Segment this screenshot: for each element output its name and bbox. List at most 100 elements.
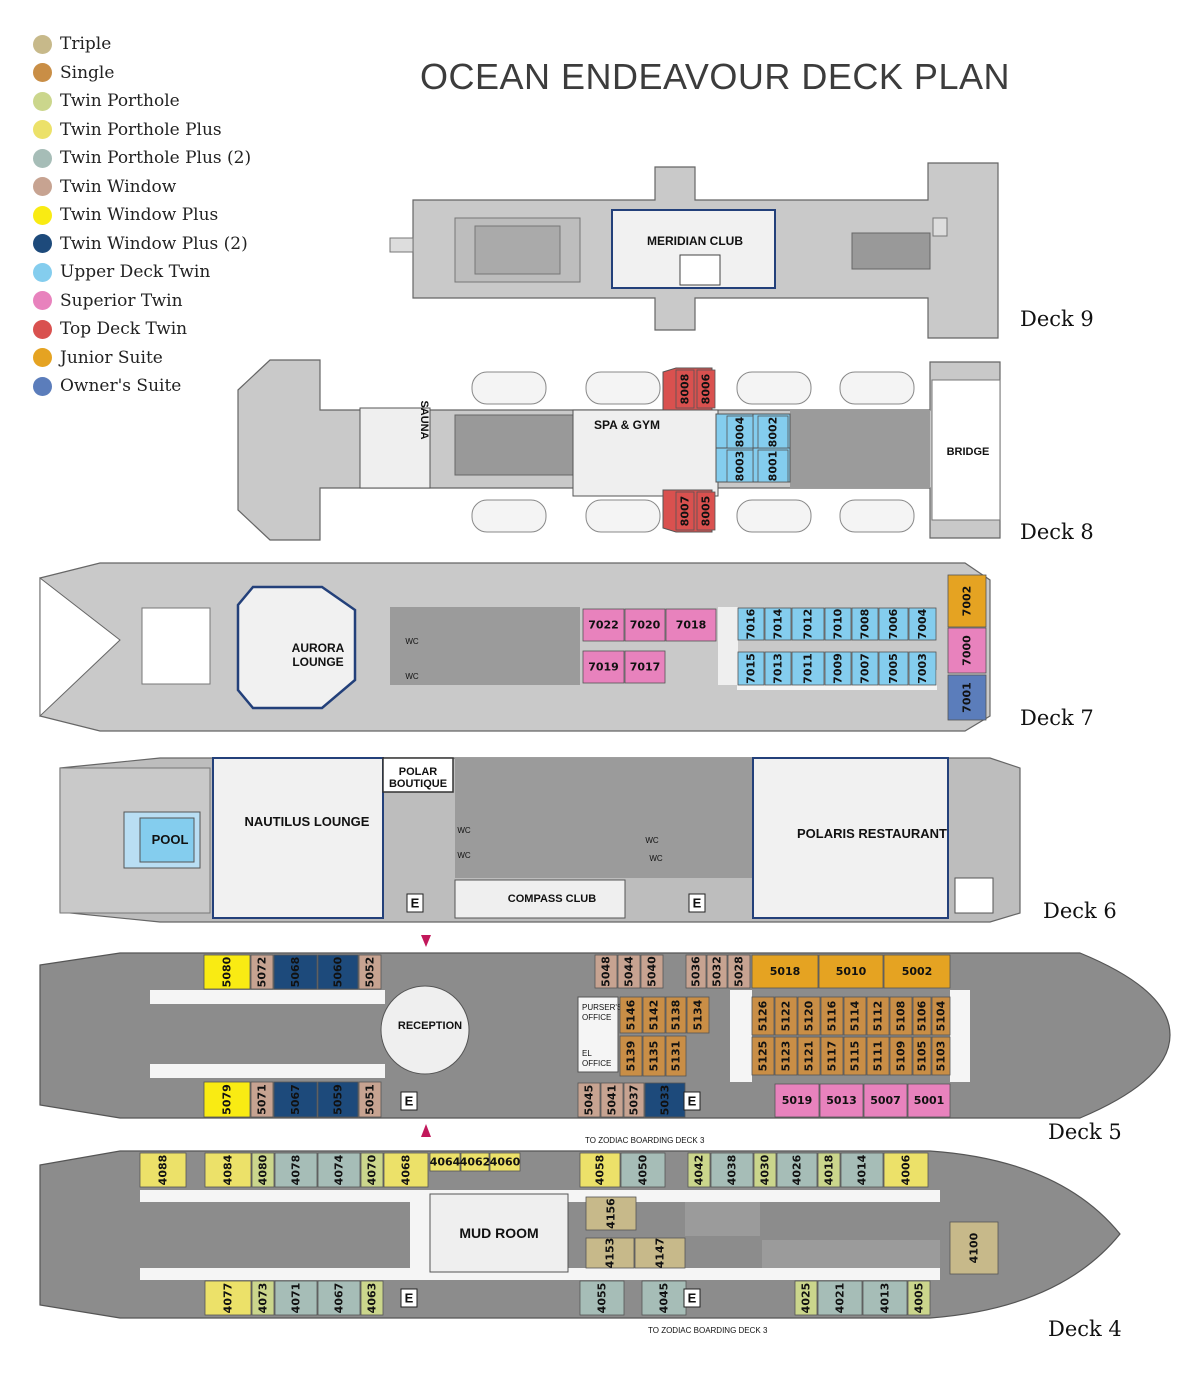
cabin-number: 5013: [826, 1094, 857, 1107]
legend-label: Twin Porthole Plus: [60, 119, 222, 140]
legend-swatch: [33, 205, 52, 225]
aurora-lounge-label-1: AURORA: [292, 641, 345, 655]
cabin: [866, 1036, 890, 1076]
cabin-number: 7011: [802, 653, 815, 684]
cabin-number: 4058: [594, 1155, 607, 1186]
cabin: [843, 996, 867, 1036]
legend-label: Junior Suite: [60, 347, 163, 368]
cabin-number: 5002: [902, 965, 933, 978]
cabin: [751, 996, 775, 1036]
cabin: [251, 1152, 275, 1188]
cabin: [204, 1152, 252, 1188]
cabin-number: 5044: [623, 956, 636, 987]
cabin-number: 5040: [646, 956, 659, 987]
cabin: [579, 1152, 621, 1188]
cabin: [947, 674, 987, 721]
cabin: [203, 954, 251, 990]
legend-item: Twin Porthole Plus: [33, 116, 251, 145]
pursers-office-label-2: OFFICE: [582, 1013, 611, 1022]
page-title: OCEAN ENDEAVOUR DECK PLAN: [420, 56, 1010, 97]
cabin: [819, 1083, 864, 1118]
cabin: [757, 415, 789, 449]
cabin-number: 5041: [606, 1085, 619, 1116]
cabin-number: 4070: [366, 1154, 379, 1185]
cabin: [824, 607, 852, 641]
cabin: [878, 607, 909, 641]
cabin-number: 5059: [332, 1084, 345, 1115]
cabin: [791, 607, 825, 641]
cabin-number: 4045: [658, 1283, 671, 1314]
cabin: [585, 1237, 635, 1269]
cabin-number: 5068: [289, 957, 302, 988]
legend-swatch: [33, 234, 52, 254]
cabin: [737, 607, 765, 641]
cabin-number: 5139: [625, 1041, 638, 1072]
cabin: [600, 1082, 624, 1118]
elevator-label: E: [688, 1094, 697, 1109]
reception-label: RECEPTION: [398, 1020, 462, 1032]
cabin-number: 5120: [803, 1000, 816, 1031]
cabin-number: 8006: [700, 373, 713, 404]
cabin-number: 4080: [257, 1154, 270, 1185]
cabin-number: 4153: [604, 1238, 617, 1269]
cabin: [634, 1237, 686, 1269]
cabin: [624, 608, 666, 642]
cabin-number: 4018: [823, 1155, 836, 1186]
arrow-up-marker: [421, 1124, 431, 1137]
cabin-number: 5037: [628, 1085, 641, 1116]
cabin: [317, 1081, 359, 1118]
legend-item: Owner's Suite: [33, 372, 251, 401]
cabin: [685, 954, 707, 989]
cabin: [824, 651, 852, 686]
cabin: [794, 1280, 818, 1316]
cabin: [817, 1152, 841, 1188]
elevator-label: E: [693, 896, 702, 911]
cabin: [908, 607, 937, 641]
cabin: [818, 954, 884, 989]
legend-swatch: [33, 376, 52, 396]
cabin: [624, 650, 666, 684]
legend-swatch: [33, 177, 52, 197]
elevator-label: E: [405, 1291, 414, 1306]
legend-swatch: [33, 120, 52, 140]
cabin: [889, 1036, 913, 1076]
cabin-number: 4100: [968, 1232, 981, 1263]
cabin-number: 5071: [256, 1084, 269, 1115]
cabin-number: 5114: [849, 1000, 862, 1031]
el-office-label-2: OFFICE: [582, 1059, 611, 1068]
cabin: [851, 651, 879, 686]
deck-5: RECEPTION PURSER'S OFFICE EL OFFICE: [39, 935, 1171, 1137]
cabin-number: 5125: [757, 1041, 770, 1072]
cabin-number: 4068: [400, 1155, 413, 1186]
cabin-number: 7020: [630, 619, 661, 632]
legend-label: Owner's Suite: [60, 376, 182, 397]
cabin: [317, 1280, 361, 1316]
wc-label: WC: [645, 836, 659, 845]
cabin-number: 4147: [654, 1238, 667, 1269]
cabin-number: 5106: [916, 1000, 929, 1031]
cabin: [594, 954, 618, 989]
cabin: [737, 651, 765, 686]
cabin: [912, 1036, 932, 1076]
cabin: [862, 1280, 908, 1316]
pool-label: POOL: [152, 832, 189, 847]
cabin: [317, 954, 359, 990]
cabin: [687, 1152, 711, 1188]
cabin: [644, 1082, 686, 1118]
cabin: [675, 369, 695, 409]
deck-7: AURORA LOUNGE: [39, 562, 991, 732]
cabin-number: 7003: [916, 653, 929, 684]
legend-item: Twin Window Plus: [33, 201, 251, 230]
cabin-number: 5126: [757, 1000, 770, 1031]
cabin: [883, 1152, 929, 1188]
cabin-number: 5112: [872, 1001, 885, 1032]
cabin: [931, 996, 951, 1036]
cabin-number: 7022: [588, 619, 619, 632]
cabin-number: 4042: [693, 1155, 706, 1186]
cabin-number: 5033: [659, 1085, 672, 1116]
cabin: [710, 1152, 754, 1188]
cabin: [726, 449, 754, 483]
cabin-number: 5079: [221, 1084, 234, 1115]
